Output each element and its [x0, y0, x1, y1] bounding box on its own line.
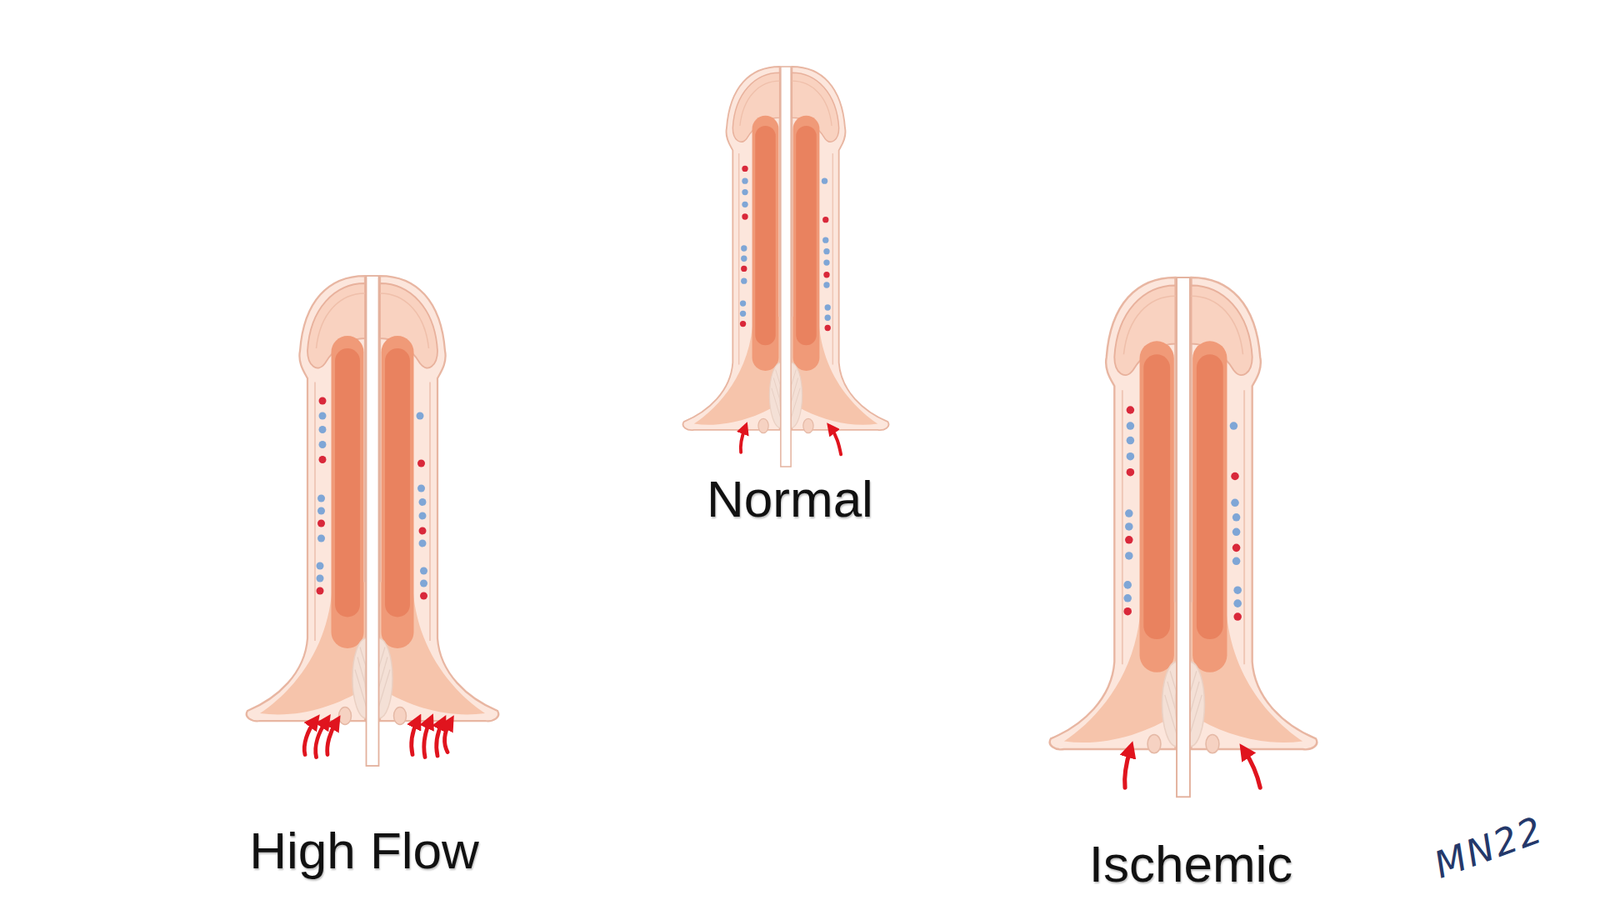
figure-label: High Flow [249, 820, 480, 880]
figure-label: Ischemic [1089, 834, 1294, 894]
high-flow-figure [246, 275, 499, 766]
ischemic-figure [1050, 277, 1318, 797]
figure-label: Normal [706, 469, 874, 529]
watermark: MN22 [1428, 807, 1549, 886]
normal-figure [683, 66, 890, 467]
